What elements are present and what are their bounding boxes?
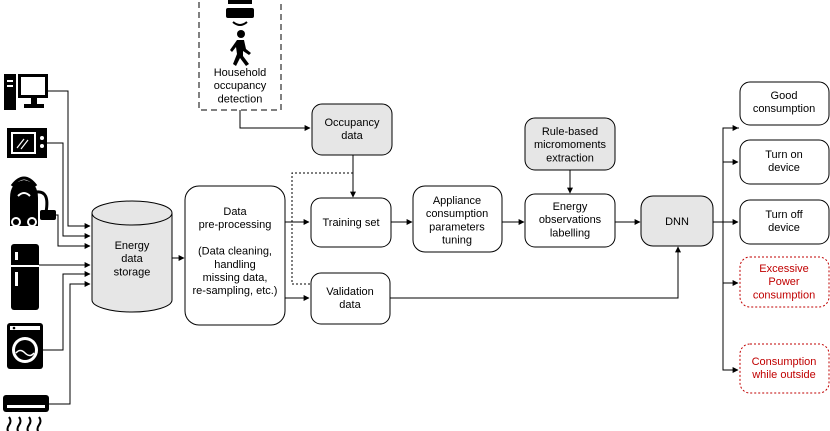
label-line: consumption bbox=[753, 103, 815, 115]
output-outside-box bbox=[739, 343, 830, 394]
output-turn-off-box bbox=[739, 199, 830, 245]
label-line: device bbox=[768, 222, 800, 234]
label-line: device bbox=[768, 162, 800, 174]
label-line: Turn on bbox=[765, 149, 803, 161]
label-line: storage bbox=[114, 266, 151, 278]
arrow-validation-to-dnn bbox=[390, 246, 681, 299]
labelling-box bbox=[524, 193, 616, 248]
label-line: Consumption bbox=[752, 356, 817, 368]
dotted-validation-loop bbox=[291, 172, 353, 285]
label-line: data bbox=[341, 130, 363, 142]
label-line: Turn off bbox=[765, 209, 803, 221]
label-line: Good bbox=[771, 90, 798, 102]
label-line: DNN bbox=[665, 216, 689, 228]
label-line: Data bbox=[223, 206, 247, 218]
label-line: handling bbox=[214, 259, 256, 271]
label-line: parameters bbox=[429, 221, 485, 233]
label-line: detection bbox=[218, 93, 263, 105]
label-line: Energy bbox=[115, 240, 150, 252]
label-line: consumption bbox=[753, 289, 815, 301]
label-line: extraction bbox=[546, 152, 594, 164]
output-good-consumption-box bbox=[739, 81, 830, 126]
dnn-label: DNN bbox=[665, 216, 689, 228]
label-line: Power bbox=[768, 276, 800, 288]
label-line: Household bbox=[214, 67, 267, 79]
energy-storage-cylinder bbox=[91, 200, 173, 313]
label-line: (Data cleaning, bbox=[198, 246, 272, 258]
label-line: consumption bbox=[426, 208, 488, 220]
label-line: Excessive bbox=[759, 263, 809, 275]
label-line: Training set bbox=[322, 217, 379, 229]
label-line: labelling bbox=[550, 227, 590, 239]
occupancy-data-box bbox=[311, 103, 393, 156]
label-line: Appliance bbox=[433, 195, 481, 207]
walking-person-icon bbox=[230, 30, 251, 66]
label-line: observations bbox=[539, 214, 602, 226]
occupancy-sensor-icon bbox=[226, 0, 254, 26]
training-set-label: Training set bbox=[322, 217, 379, 229]
label-line: missing data, bbox=[203, 272, 268, 284]
air-conditioner-icon bbox=[3, 395, 49, 431]
washing-machine-icon bbox=[7, 323, 43, 369]
vacuum-cleaner-icon bbox=[10, 176, 56, 227]
label-line: data bbox=[339, 299, 361, 311]
label-line: occupancy bbox=[214, 80, 267, 92]
label-line: tuning bbox=[442, 235, 472, 247]
refrigerator-icon bbox=[11, 244, 39, 310]
label-line: Validation bbox=[326, 286, 374, 298]
microwave-icon bbox=[7, 128, 47, 158]
label-line: micromoments bbox=[534, 139, 607, 151]
output-branches bbox=[713, 125, 739, 373]
label-line bbox=[233, 232, 236, 244]
label-line: Occupancy bbox=[324, 117, 380, 129]
label-line: pre-processing bbox=[199, 219, 272, 231]
occupancy-detection-box bbox=[198, 0, 282, 111]
label-line: Energy bbox=[553, 201, 588, 213]
dnn-box bbox=[640, 195, 714, 247]
output-turn-on-box bbox=[739, 139, 830, 185]
parameter-tuning-box bbox=[412, 185, 503, 253]
appliance-connectors bbox=[39, 90, 91, 405]
label-line: Rule-based bbox=[542, 126, 598, 138]
arrow-detection-to-occupancy bbox=[239, 110, 311, 131]
label-line: while outside bbox=[751, 369, 816, 381]
output-excessive-box bbox=[739, 256, 830, 308]
preprocessing-box bbox=[184, 185, 286, 326]
label-line: re-sampling, etc.) bbox=[193, 285, 278, 297]
label-line: data bbox=[121, 253, 143, 265]
desktop-computer-icon bbox=[4, 74, 48, 110]
